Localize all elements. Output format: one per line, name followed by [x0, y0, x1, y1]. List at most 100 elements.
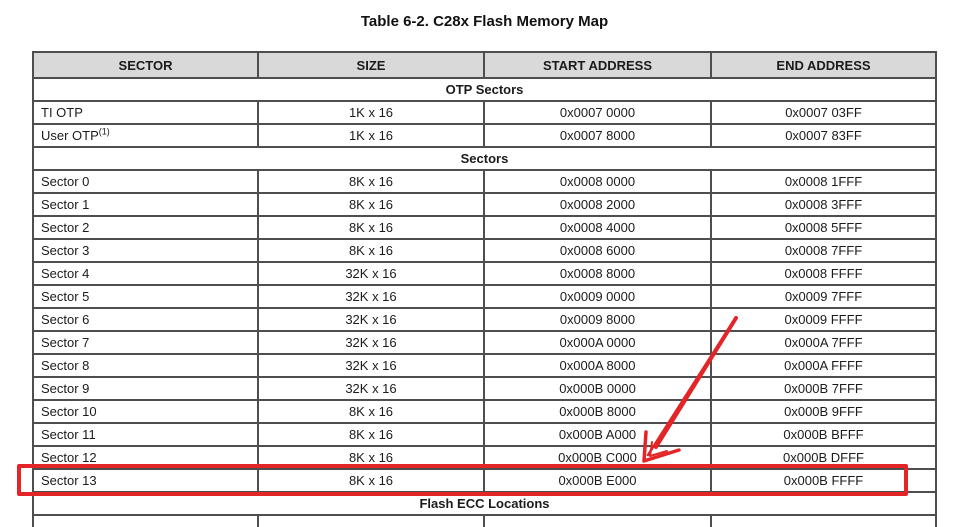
cell-sector: Sector 0 — [32, 169, 259, 194]
cell-size-text: 8K x 16 — [348, 174, 394, 189]
cell-size: 32K x 16 — [257, 376, 485, 401]
section-header-label: Flash ECC Locations — [419, 496, 550, 511]
cell-start-address-text: 0x0007 8000 — [559, 128, 636, 143]
cell-sector: Sector 4 — [32, 261, 259, 286]
cell-size-text: 32K x 16 — [345, 266, 397, 281]
cell-size-text: 8K x 16 — [348, 473, 394, 488]
cell-sector: Sector 2 — [32, 215, 259, 240]
cell-start-address-text: 0x0008 8000 — [559, 266, 636, 281]
cell-end-address-text: 0x000B 9FFF — [784, 404, 863, 419]
table-row: Sector 0 8K x 16 0x0008 0000 0x0008 1FFF — [32, 169, 937, 194]
cell-size-text: 8K x 16 — [348, 243, 394, 258]
cell-sector: Sector 7 — [32, 330, 259, 355]
cell-start-address-text: 0x0008 2000 — [559, 197, 636, 212]
col-header-size: SIZE — [257, 51, 485, 79]
cell-size-text: 8K x 16 — [348, 404, 394, 419]
cell-size: 32K x 16 — [257, 284, 485, 309]
cell-start-address-text: 0x0007 0000 — [559, 105, 636, 120]
cell-end-address-text: 0x0008 3FFF — [784, 197, 863, 212]
cell-start-address-text: 0x0008 6000 — [559, 243, 636, 258]
table-row: Sector 11 8K x 16 0x000B A000 0x000B BFFF — [32, 422, 937, 447]
table-title: Table 6-2. C28x Flash Memory Map — [360, 13, 609, 30]
cell-sector-text: Sector 6 — [41, 312, 90, 327]
cell-sector: Sector 10 — [32, 399, 259, 424]
cell-size: 8K x 16 — [257, 422, 485, 447]
cell-sector: Sector 3 — [32, 238, 259, 263]
col-header-end-address-label: END ADDRESS — [776, 57, 871, 73]
section-header-row: Sectors — [32, 146, 937, 171]
cell-start-address-text: 0x000B 0000 — [559, 381, 636, 396]
cell-sector: TI OTP — [32, 100, 259, 125]
cell-start-address — [483, 514, 712, 527]
cell-end-address-text: 0x0009 FFFF — [784, 312, 863, 327]
cell-end-address-text: 0x0008 5FFF — [784, 220, 863, 235]
cell-start-address: 0x0008 0000 — [483, 169, 712, 194]
col-header-start-address-label: START ADDRESS — [542, 57, 653, 73]
section-header-label: Sectors — [460, 151, 509, 166]
cell-size-text: 32K x 16 — [345, 358, 397, 373]
cell-start-address-text: 0x000B C000 — [558, 450, 637, 465]
cell-end-address: 0x0008 FFFF — [710, 261, 937, 286]
cell-sector-text: Sector 5 — [41, 289, 90, 304]
cell-sector-text: Sector 11 — [41, 427, 96, 442]
cell-sector-text: Sector 13 — [41, 473, 97, 488]
cell-end-address-text: 0x0008 7FFF — [784, 243, 863, 258]
cell-sector-text: Sector 8 — [41, 358, 90, 373]
cell-start-address: 0x000A 0000 — [483, 330, 712, 355]
cell-sector: Sector 6 — [32, 307, 259, 332]
cell-end-address-text: 0x000B BFFF — [783, 427, 864, 442]
cell-size: 8K x 16 — [257, 215, 485, 240]
table-row: Sector 6 32K x 16 0x0009 8000 0x0009 FFFF — [32, 307, 937, 332]
cell-start-address: 0x0009 8000 — [483, 307, 712, 332]
cell-end-address-text: 0x000B 7FFF — [784, 381, 863, 396]
cell-sector: Sector 8 — [32, 353, 259, 378]
cell-start-address: 0x000A 8000 — [483, 353, 712, 378]
cell-sector: Sector 13 — [32, 468, 259, 493]
cell-sector-text: Sector 0 — [41, 174, 90, 189]
table-row: Sector 2 8K x 16 0x0008 4000 0x0008 5FFF — [32, 215, 937, 240]
cell-sector: Sector 1 — [32, 192, 259, 217]
cell-end-address: 0x0008 5FFF — [710, 215, 937, 240]
cell-end-address-text: 0x0008 1FFF — [784, 174, 863, 189]
col-header-sector-label: SECTOR — [118, 57, 173, 73]
cell-start-address: 0x000B 0000 — [483, 376, 712, 401]
cell-end-address: 0x000A 7FFF — [710, 330, 937, 355]
cell-sector: User OTP(1) — [32, 123, 259, 148]
cell-start-address: 0x000B E000 — [483, 468, 712, 493]
cell-size-text: 32K x 16 — [345, 335, 397, 350]
cell-end-address: 0x000B 9FFF — [710, 399, 937, 424]
cell-sector-text: Sector 2 — [41, 220, 90, 235]
col-header-start-address: START ADDRESS — [483, 51, 712, 79]
cell-size-text: 32K x 16 — [345, 289, 397, 304]
cell-size-text: 8K x 16 — [348, 220, 394, 235]
cell-start-address-text: 0x000B 8000 — [559, 404, 636, 419]
red-highlight-rectangle-annotation — [17, 464, 908, 496]
cell-start-address-text: 0x0008 4000 — [559, 220, 636, 235]
cell-start-address-text: 0x000B E000 — [558, 473, 637, 488]
cell-size-text: 1K x 16 — [348, 105, 394, 120]
cell-sector-text: Sector 10 — [41, 404, 97, 419]
cell-sector-text: Sector 12 — [41, 450, 97, 465]
col-header-sector: SECTOR — [32, 51, 259, 79]
header-row: SECTOR SIZE START ADDRESS END ADDRESS — [32, 51, 937, 79]
cell-sector — [32, 514, 259, 527]
cell-start-address: 0x0008 4000 — [483, 215, 712, 240]
cell-start-address: 0x0007 8000 — [483, 123, 712, 148]
cell-end-address: 0x0008 7FFF — [710, 238, 937, 263]
cell-sector-text: Sector 9 — [41, 381, 90, 396]
table-row: Sector 9 32K x 16 0x000B 0000 0x000B 7FFF — [32, 376, 937, 401]
section-header-cell: Sectors — [32, 146, 937, 171]
cell-size: 8K x 16 — [257, 192, 485, 217]
cell-start-address-text: 0x000B A000 — [558, 427, 637, 442]
cell-end-address-text: 0x0007 83FF — [785, 128, 862, 143]
cell-size-text: 8K x 16 — [348, 427, 394, 442]
cell-start-address-text: 0x0008 0000 — [559, 174, 636, 189]
cell-size-text: 32K x 16 — [345, 312, 397, 327]
